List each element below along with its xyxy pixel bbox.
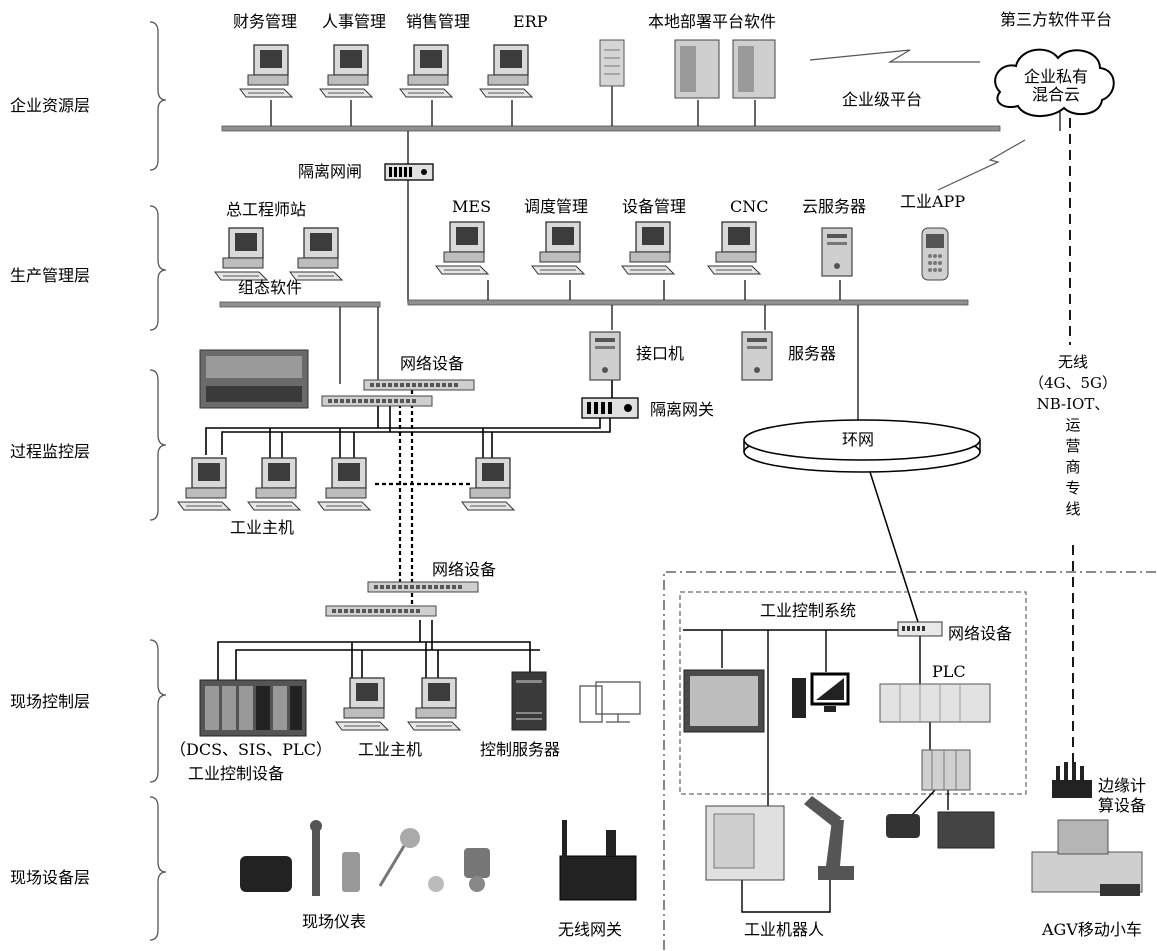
wireless-line-1: 无线 [1028, 352, 1118, 373]
sales-pc-icon [400, 45, 452, 97]
erp-pc-icon [480, 45, 532, 97]
wireless-line-7: 专 [1028, 478, 1118, 499]
label-network-device-control: 网络设备 [432, 562, 496, 578]
switch-4-icon [326, 606, 436, 616]
wireless-label: 无线 （4G、5G） NB-IOT、 运 营 商 专 线 [1028, 352, 1118, 520]
motor-icon [886, 812, 994, 848]
rack-server-icon [675, 40, 775, 98]
rack-small-icon [600, 40, 624, 86]
label-third-party: 第三方软件平台 [1000, 12, 1112, 28]
control-room-icon [200, 350, 308, 408]
label-agv: AGV移动小车 [1042, 922, 1142, 938]
hr-pc-icon [320, 45, 372, 97]
label-control-host: 工业主机 [358, 742, 422, 758]
process-host-1-icon [178, 458, 230, 510]
label-cloud-server: 云服务器 [802, 199, 866, 215]
label-dispatch: 调度管理 [524, 199, 588, 215]
label-edge: 边缘计算设备 [1098, 776, 1154, 816]
cnc-pc-icon [708, 222, 760, 274]
label-server: 服务器 [788, 346, 836, 362]
label-local-platform: 本地部署平台软件 [648, 14, 776, 30]
label-equipment: 设备管理 [622, 199, 686, 215]
control-host-2-icon [408, 678, 460, 730]
label-chief-engineer: 总工程师站 [226, 202, 306, 218]
field-instruments-icon [240, 820, 490, 896]
edge-device-icon [1052, 762, 1092, 798]
label-ring: 环网 [842, 432, 874, 448]
label-instruments: 现场仪表 [302, 914, 366, 930]
label-enterprise-platform: 企业级平台 [842, 92, 922, 108]
agv-icon [1032, 820, 1142, 896]
label-interface-pc: 接口机 [636, 346, 684, 362]
engineer-pc-2-icon [290, 228, 342, 280]
app-phone-icon [922, 228, 948, 280]
desktop-outline-icon [580, 682, 640, 722]
label-control-server: 控制服务器 [480, 742, 560, 758]
label-config-software: 组态软件 [238, 280, 302, 296]
label-gatekeeper: 隔离网闸 [298, 164, 362, 180]
label-finance: 财务管理 [233, 14, 297, 30]
label-robot: 工业机器人 [744, 922, 824, 938]
switch-1-icon [364, 380, 474, 390]
server-icon [742, 332, 772, 380]
process-host-3-icon [318, 458, 370, 510]
label-ics-network: 网络设备 [948, 626, 1012, 642]
mes-pc-icon [436, 222, 488, 274]
isolation-gateway-icon [582, 398, 638, 418]
plc-icon [880, 684, 990, 722]
finance-pc-icon [240, 45, 292, 97]
label-process-host: 工业主机 [230, 520, 294, 536]
label-ics: 工业控制系统 [760, 603, 856, 619]
ics-switch-icon [898, 622, 942, 636]
control-host-1-icon [336, 678, 388, 730]
robot-cabinet-icon [706, 806, 784, 880]
label-dcs: （DCS、SIS、PLC） [170, 742, 332, 758]
wireless-gateway-icon [560, 820, 636, 900]
label-sales: 销售管理 [406, 14, 470, 30]
label-app: 工业APP [900, 194, 965, 210]
interface-pc-icon [590, 332, 620, 380]
wireless-line-8: 线 [1028, 499, 1118, 520]
process-host-2-icon [248, 458, 300, 510]
workstation-icon [792, 674, 848, 718]
switch-2-icon [322, 396, 432, 406]
engineer-pc-1-icon [215, 228, 267, 280]
label-wireless-gateway: 无线网关 [558, 922, 622, 938]
label-cloud: 企业私有混合云 [1022, 68, 1090, 104]
wireless-line-2: （4G、5G） [1028, 373, 1118, 394]
wireless-line-4: 运 [1028, 415, 1118, 436]
gatekeeper-icon [385, 164, 433, 180]
wireless-line-5: 营 [1028, 436, 1118, 457]
control-server-icon [512, 672, 546, 730]
process-host-4-icon [462, 458, 514, 510]
label-isolation-gateway: 隔离网关 [650, 402, 714, 418]
equipment-pc-icon [622, 222, 674, 274]
label-cnc: CNC [730, 199, 768, 215]
label-erp: ERP [513, 14, 548, 30]
label-hr: 人事管理 [322, 14, 386, 30]
wireless-line-6: 商 [1028, 457, 1118, 478]
robot-arm-icon [804, 796, 854, 880]
hmi-panel-icon [684, 670, 764, 732]
dispatch-pc-icon [532, 222, 584, 274]
io-module-icon [922, 750, 970, 790]
label-plc: PLC [932, 664, 966, 680]
switch-3-icon [368, 582, 478, 592]
wireless-line-3: NB-IOT、 [1028, 394, 1118, 415]
label-mes: MES [452, 199, 491, 215]
dcs-rack-icon [200, 680, 306, 736]
label-control-device: 工业控制设备 [188, 766, 284, 782]
cloud-server-icon [822, 228, 852, 276]
label-network-device-process: 网络设备 [400, 356, 464, 372]
